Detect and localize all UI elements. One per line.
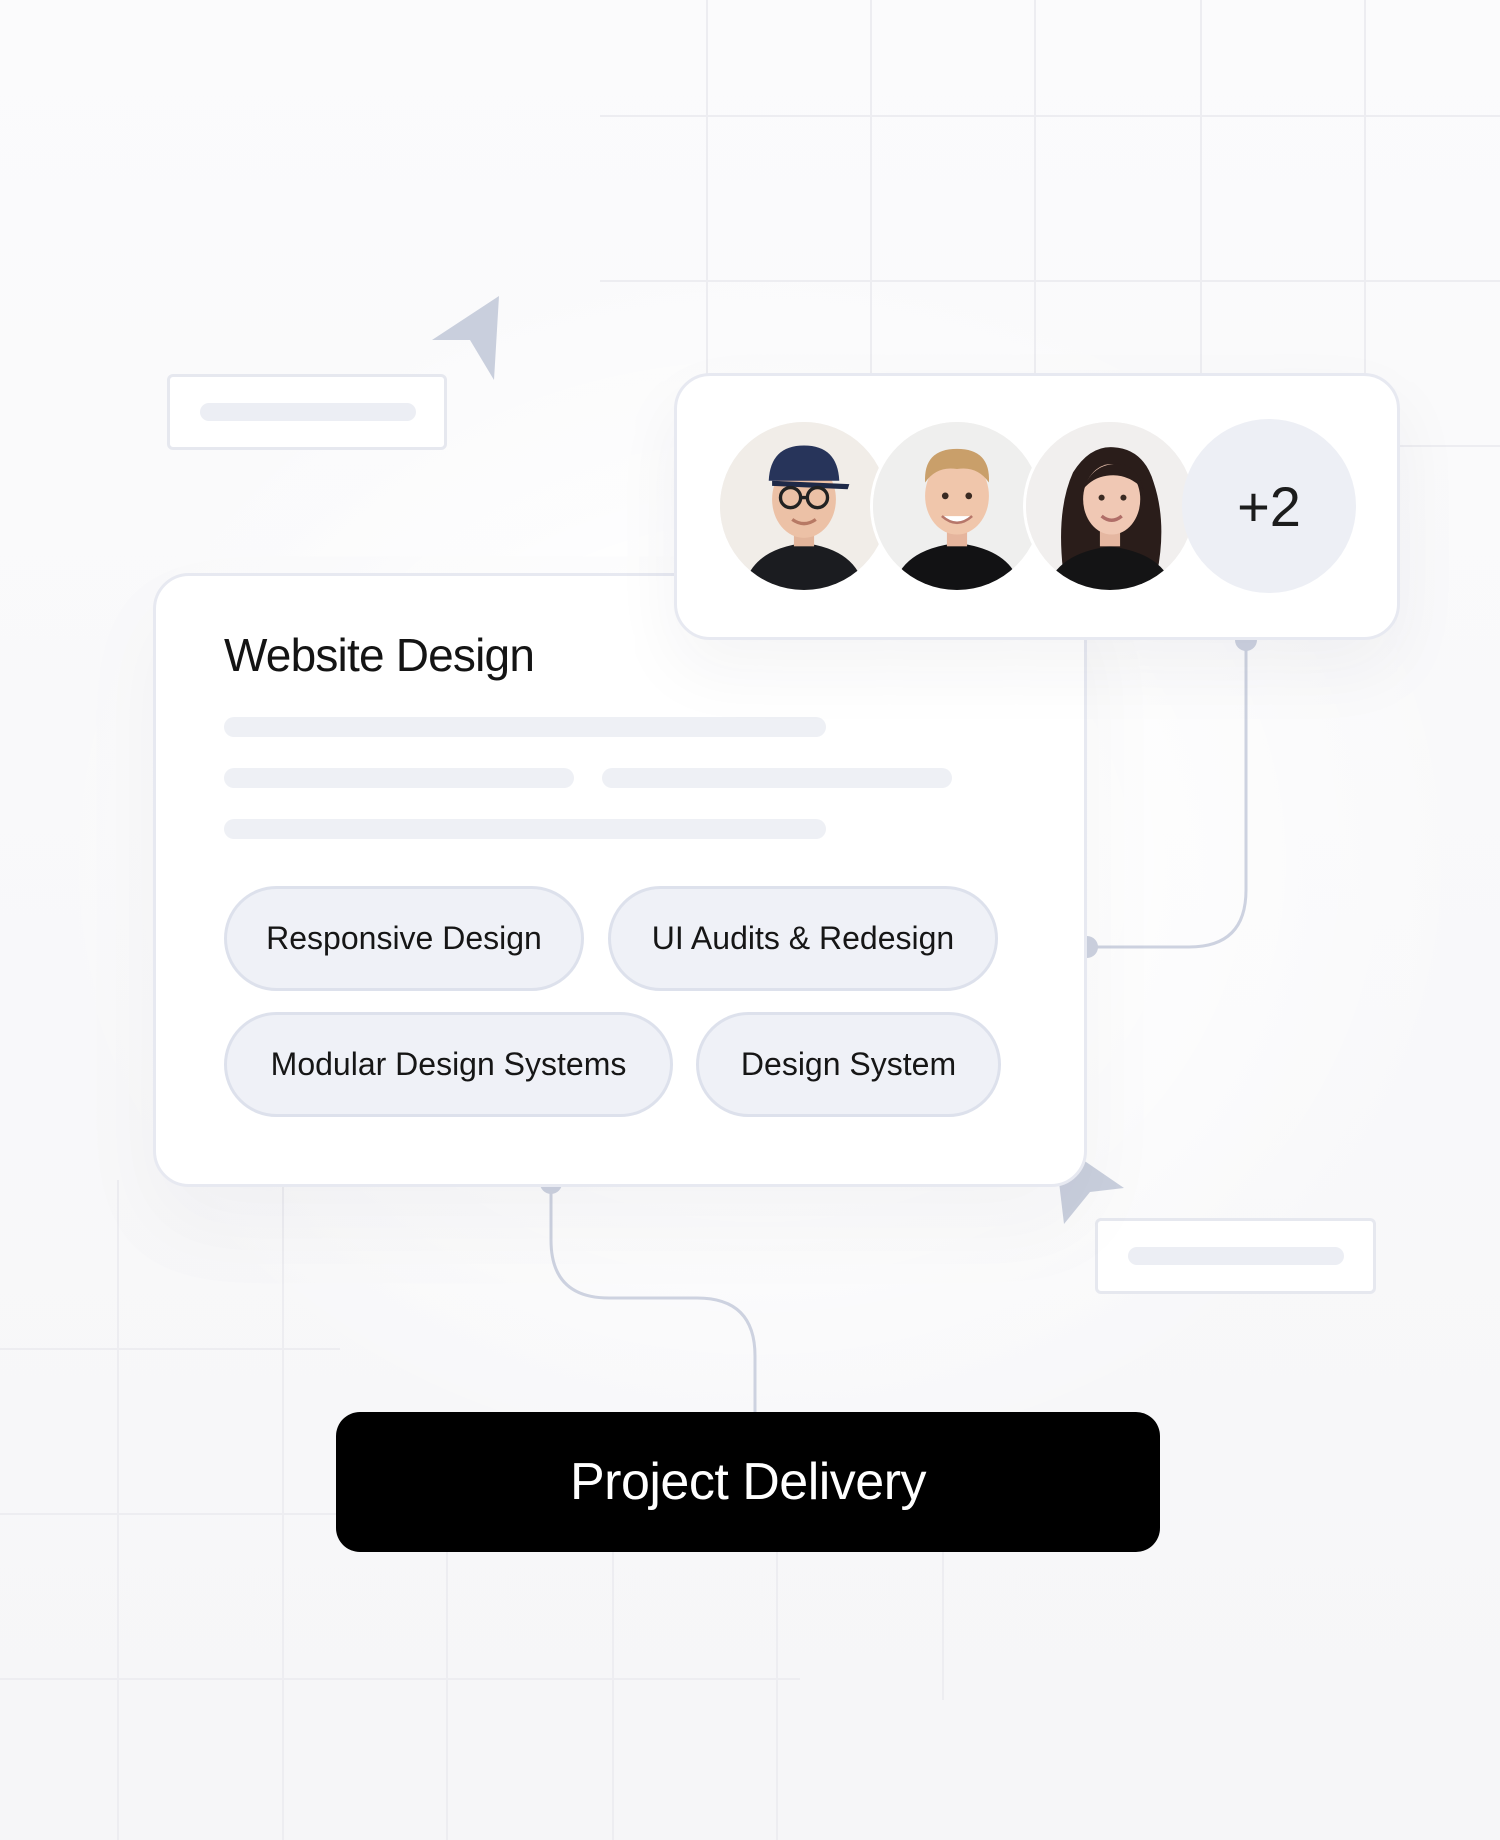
text-placeholder-line xyxy=(224,819,826,839)
tag-design-system[interactable]: Design System xyxy=(696,1012,1001,1117)
grid-line xyxy=(446,1550,448,1840)
ghost-placeholder-bar xyxy=(1128,1247,1344,1265)
cursor-arrow-icon xyxy=(432,296,499,380)
ghost-placeholder-box xyxy=(1095,1218,1376,1294)
more-members-badge[interactable]: +2 xyxy=(1182,419,1356,593)
text-placeholder-line xyxy=(224,768,574,788)
tag-modular-design-systems[interactable]: Modular Design Systems xyxy=(224,1012,673,1117)
grid-line xyxy=(942,1550,944,1700)
connector-card-to-delivery xyxy=(549,1183,757,1412)
ghost-placeholder-box xyxy=(167,374,447,450)
grid-line xyxy=(0,1348,340,1350)
grid-line xyxy=(282,1180,284,1840)
ghost-placeholder-bar xyxy=(200,403,416,421)
grid-line xyxy=(776,1550,778,1840)
grid-line xyxy=(600,115,1500,117)
project-title: Website Design xyxy=(224,629,535,681)
project-delivery-button[interactable]: Project Delivery xyxy=(336,1412,1160,1552)
grid-line xyxy=(1400,445,1500,447)
grid-line xyxy=(706,0,708,380)
avatar-woman-dark-hair-icon[interactable] xyxy=(1023,419,1197,593)
avatar-man-cap-glasses-icon[interactable] xyxy=(717,419,891,593)
grid-line xyxy=(117,1180,119,1840)
tag-responsive-design[interactable]: Responsive Design xyxy=(224,886,584,991)
grid-line xyxy=(870,0,872,380)
grid-line xyxy=(600,280,1500,282)
grid-line xyxy=(1364,0,1366,500)
team-card: +2 xyxy=(674,373,1400,640)
connector-team-to-card xyxy=(1087,640,1248,949)
grid-line xyxy=(1034,0,1036,380)
grid-line xyxy=(612,1550,614,1840)
text-placeholder-line xyxy=(602,768,952,788)
project-card: Website Design Responsive Design UI Audi… xyxy=(153,573,1087,1187)
text-placeholder-line xyxy=(224,717,826,737)
tag-ui-audits-redesign[interactable]: UI Audits & Redesign xyxy=(608,886,998,991)
grid-line xyxy=(0,1678,800,1680)
grid-line xyxy=(1200,0,1202,380)
avatar-man-blond-icon[interactable] xyxy=(870,419,1044,593)
